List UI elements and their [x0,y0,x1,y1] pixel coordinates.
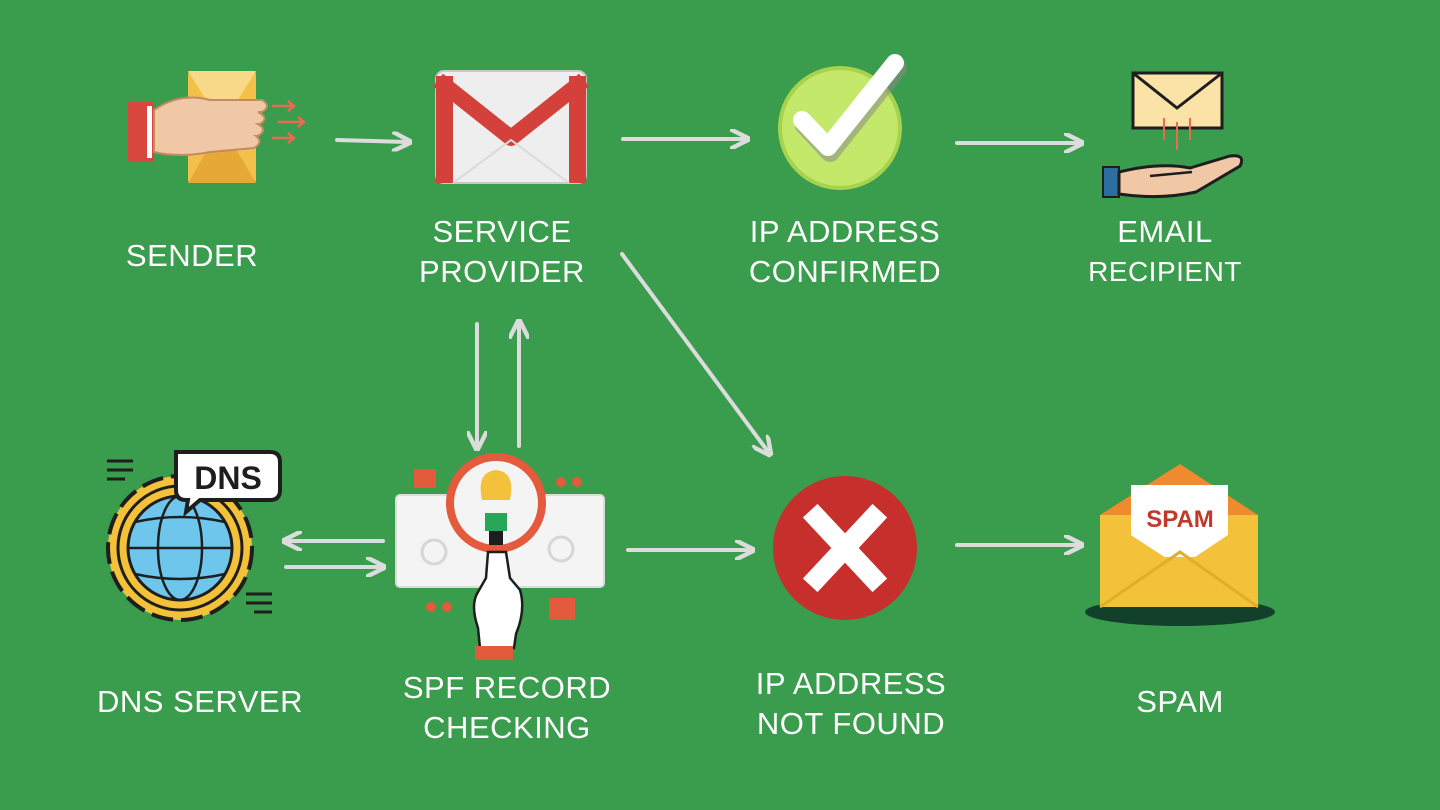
label-ip-confirmed-line2: CONFIRMED [748,254,942,289]
label-spam-line1: SPAM [1136,684,1224,719]
label-spf-check-line1: SPF RECORD [402,670,612,705]
x-circle-icon [773,476,917,620]
label-ip-not-found-line2: NOT FOUND [756,706,946,741]
label-service-provider: SERVICE PROVIDER [382,212,622,292]
dns-badge-text: DNS [194,460,262,496]
label-spam: SPAM [1080,682,1280,722]
arrow-sender-to-provider [335,140,408,142]
label-ip-confirmed-line1: IP ADDRESS [749,214,941,249]
label-email-recipient-line1: EMAIL [1117,214,1213,249]
magnifier-lightbulb-icon [395,453,605,660]
label-sender-line1: SENDER [125,238,259,273]
hand-sending-envelope-icon [128,71,306,183]
label-service-provider-line2: PROVIDER [419,254,585,289]
label-spf-check: SPF RECORD CHECKING [377,668,637,748]
checkmark-circle-icon [778,54,907,190]
label-email-recipient-line2: RECIPIENT [1088,256,1242,287]
label-ip-not-found: IP ADDRESS NOT FOUND [721,664,981,744]
label-sender: SENDER [92,236,292,276]
hand-receiving-envelope-icon [1102,71,1244,199]
gmail-envelope-icon [433,70,589,184]
label-ip-confirmed: IP ADDRESS CONFIRMED [715,212,975,292]
label-service-provider-line1: SERVICE [432,214,572,249]
spam-badge-text: SPAM [1146,506,1214,533]
label-email-recipient: EMAIL RECIPIENT [1055,212,1275,292]
spam-envelope-icon: SPAM [1085,464,1275,626]
label-spf-check-line2: CHECKING [423,710,591,745]
label-dns-server-line1: DNS SERVER [97,684,303,719]
connector-arrows [286,139,1080,567]
label-ip-not-found-line1: IP ADDRESS [755,666,947,701]
label-dns-server: DNS SERVER [80,682,320,722]
globe-gear-dns-icon: DNS [106,450,282,622]
arrow-provider-to-not-found [620,252,769,453]
